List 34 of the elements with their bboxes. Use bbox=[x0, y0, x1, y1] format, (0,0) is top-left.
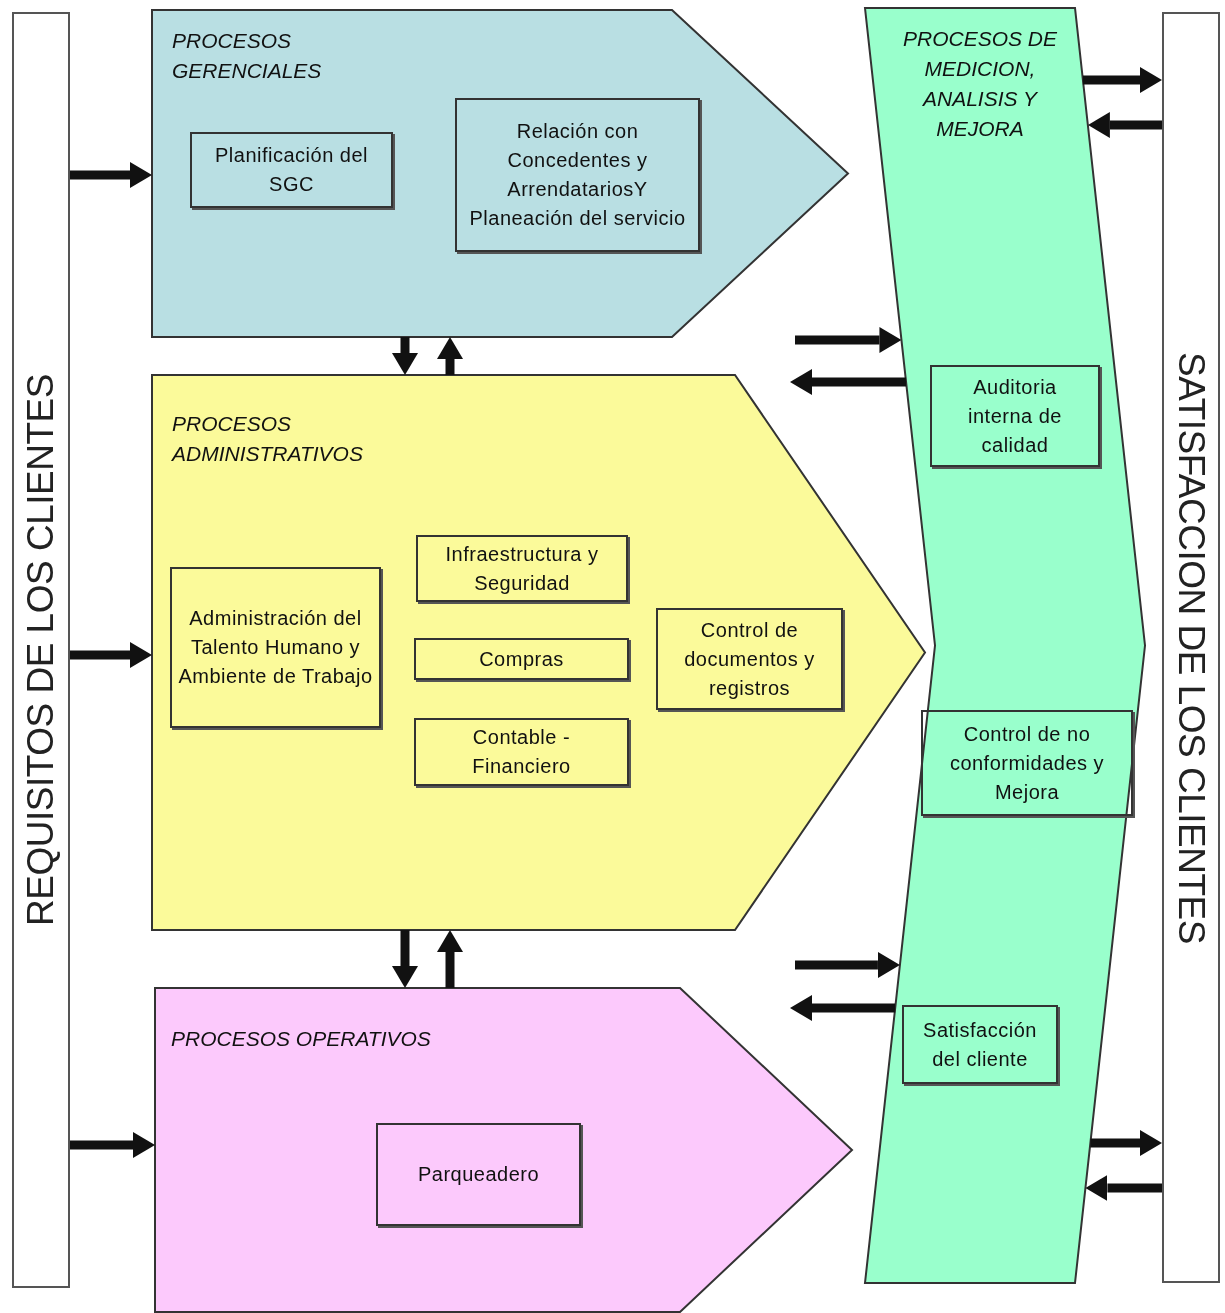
side-bar bbox=[1162, 12, 1220, 1283]
side-bar-label: SATISFACCION DE LOS CLIENTES bbox=[1170, 351, 1212, 944]
arrow bbox=[70, 1132, 155, 1158]
section-heading: PROCESOS GERENCIALES bbox=[172, 28, 323, 84]
arrow bbox=[790, 369, 907, 395]
process-box: Compras bbox=[414, 638, 629, 680]
arrow bbox=[392, 930, 418, 988]
process-box: Auditoria interna de calidad bbox=[930, 365, 1100, 467]
arrow bbox=[795, 952, 900, 978]
process-box: Satisfacción del cliente bbox=[902, 1005, 1058, 1084]
process-box: Contable - Financiero bbox=[414, 718, 629, 786]
process-box: Parqueadero bbox=[376, 1123, 581, 1226]
section-heading: PROCESOS ADMINISTRATIVOS bbox=[172, 411, 364, 467]
section-heading: PROCESOS OPERATIVOS bbox=[171, 1026, 431, 1052]
arrow bbox=[1082, 67, 1162, 93]
process-box: Infraestructura y Seguridad bbox=[416, 535, 628, 602]
section-heading: PROCESOS DE MEDICION, ANALISIS Y MEJORA bbox=[901, 26, 1058, 142]
process-box: Control de documentos y registros bbox=[656, 608, 843, 710]
arrow bbox=[437, 337, 463, 375]
arrow bbox=[437, 930, 463, 988]
process-box: Control de no conformidades y Mejora bbox=[921, 710, 1133, 816]
arrow bbox=[70, 642, 152, 668]
arrow bbox=[70, 162, 152, 188]
process-box: Relación con Concedentes y ArrendatariosY Planeación del servicio bbox=[455, 98, 700, 252]
side-bar-label: REQUISITOS DE LOS CLIENTES bbox=[20, 374, 62, 926]
side-bar bbox=[12, 12, 70, 1288]
process-box: Planificación del SGC bbox=[190, 132, 393, 208]
process-box: Administración del Talento Humano y Ambiente de Trabajo bbox=[170, 567, 381, 728]
arrow bbox=[392, 337, 418, 375]
arrow bbox=[1085, 1175, 1162, 1201]
arrow bbox=[790, 995, 896, 1021]
arrow bbox=[1090, 1130, 1162, 1156]
arrow bbox=[795, 327, 902, 353]
arrow bbox=[1087, 112, 1162, 138]
